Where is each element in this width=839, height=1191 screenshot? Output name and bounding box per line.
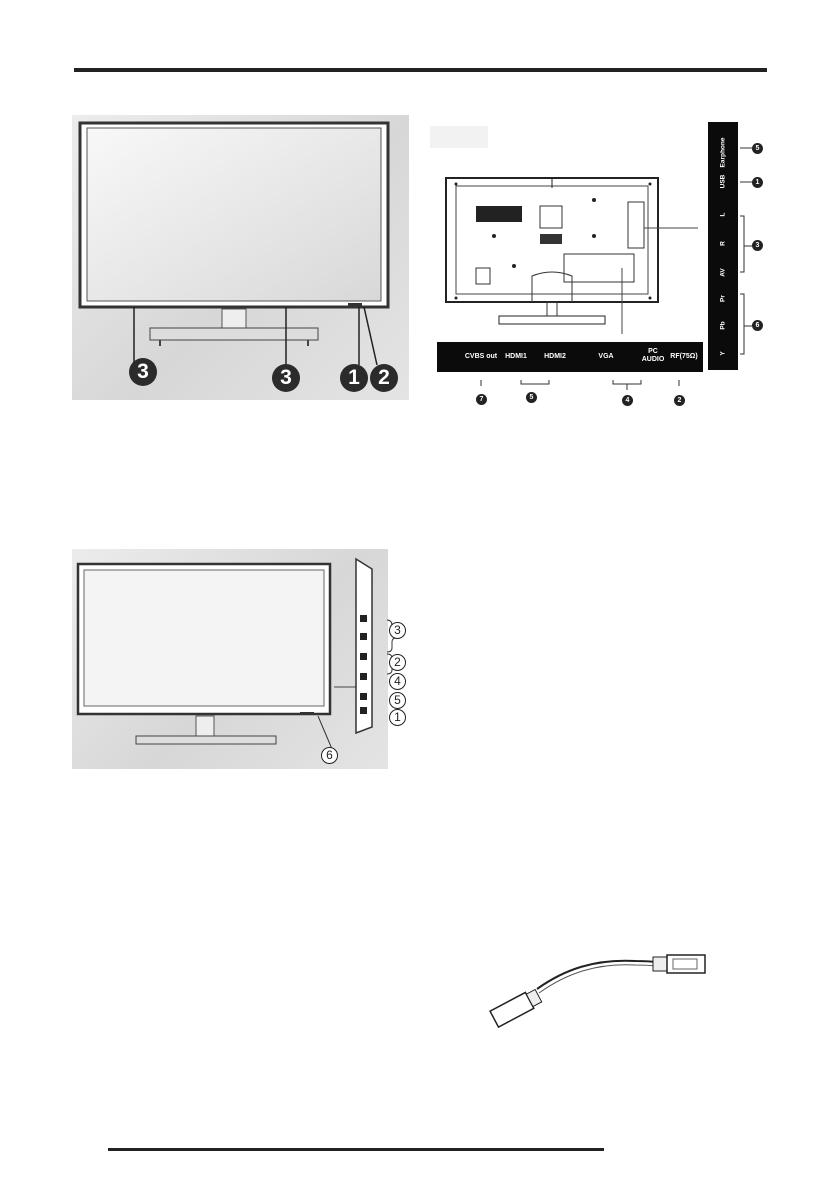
port-label-rf: RF(75Ω): [670, 353, 698, 360]
callout-sideview-4: 4: [389, 673, 406, 690]
callout-rear-5: 5: [526, 392, 537, 403]
rear-caption-smudge: [430, 126, 488, 148]
callout-front-3b: 3: [272, 364, 300, 392]
callout-front-2: 2: [370, 364, 398, 392]
port-label-y: Y: [719, 351, 727, 356]
callout-rear-4: 4: [622, 395, 633, 406]
callout-side-3: 3: [752, 240, 763, 251]
rear-side-port-strip: Earphone USB L R AV Pr Pb Y: [708, 122, 738, 370]
callout-rear-2: 2: [674, 395, 685, 406]
callout-front-1: 1: [340, 364, 368, 392]
port-label-hdmi2: HDMI2: [544, 353, 566, 360]
callout-rear-7: 7: [476, 394, 487, 405]
callout-sideview-2: 2: [389, 654, 406, 671]
usb-extension-cable-icon: [489, 954, 706, 1029]
rear-bottom-port-strip: CVBS out HDMI1 HDMI2 VGA PC AUDIO RF(75Ω…: [437, 342, 703, 372]
port-label-pc-audio: PC AUDIO: [641, 348, 665, 363]
callout-sideview-1: 1: [389, 709, 406, 726]
port-label-hdmi1: HDMI1: [505, 353, 527, 360]
callout-sideview-5: 5: [389, 692, 406, 709]
tv-front-icon: [78, 121, 390, 366]
callout-front-3a: 3: [129, 358, 157, 386]
callout-sideview-6: 6: [321, 747, 338, 764]
footer-rule: [108, 1148, 604, 1151]
tv-rear-icon: [445, 177, 698, 334]
tv-side-icon: [76, 557, 373, 750]
callout-side-1: 1: [752, 177, 763, 188]
header-rule: [74, 68, 767, 72]
side-bracket-icon: [740, 147, 752, 355]
tv-side-view-illustration: 6: [72, 549, 388, 769]
tv-front-view-illustration: 3 3 1 2: [72, 115, 409, 400]
bottom-bracket-icon: [480, 380, 680, 390]
port-label-vga: VGA: [598, 353, 614, 360]
callout-sideview-3: 3: [389, 622, 406, 639]
port-label-cvbs-out: CVBS out: [464, 353, 498, 360]
callout-side-5: 5: [752, 143, 763, 154]
callout-side-6: 6: [752, 320, 763, 331]
